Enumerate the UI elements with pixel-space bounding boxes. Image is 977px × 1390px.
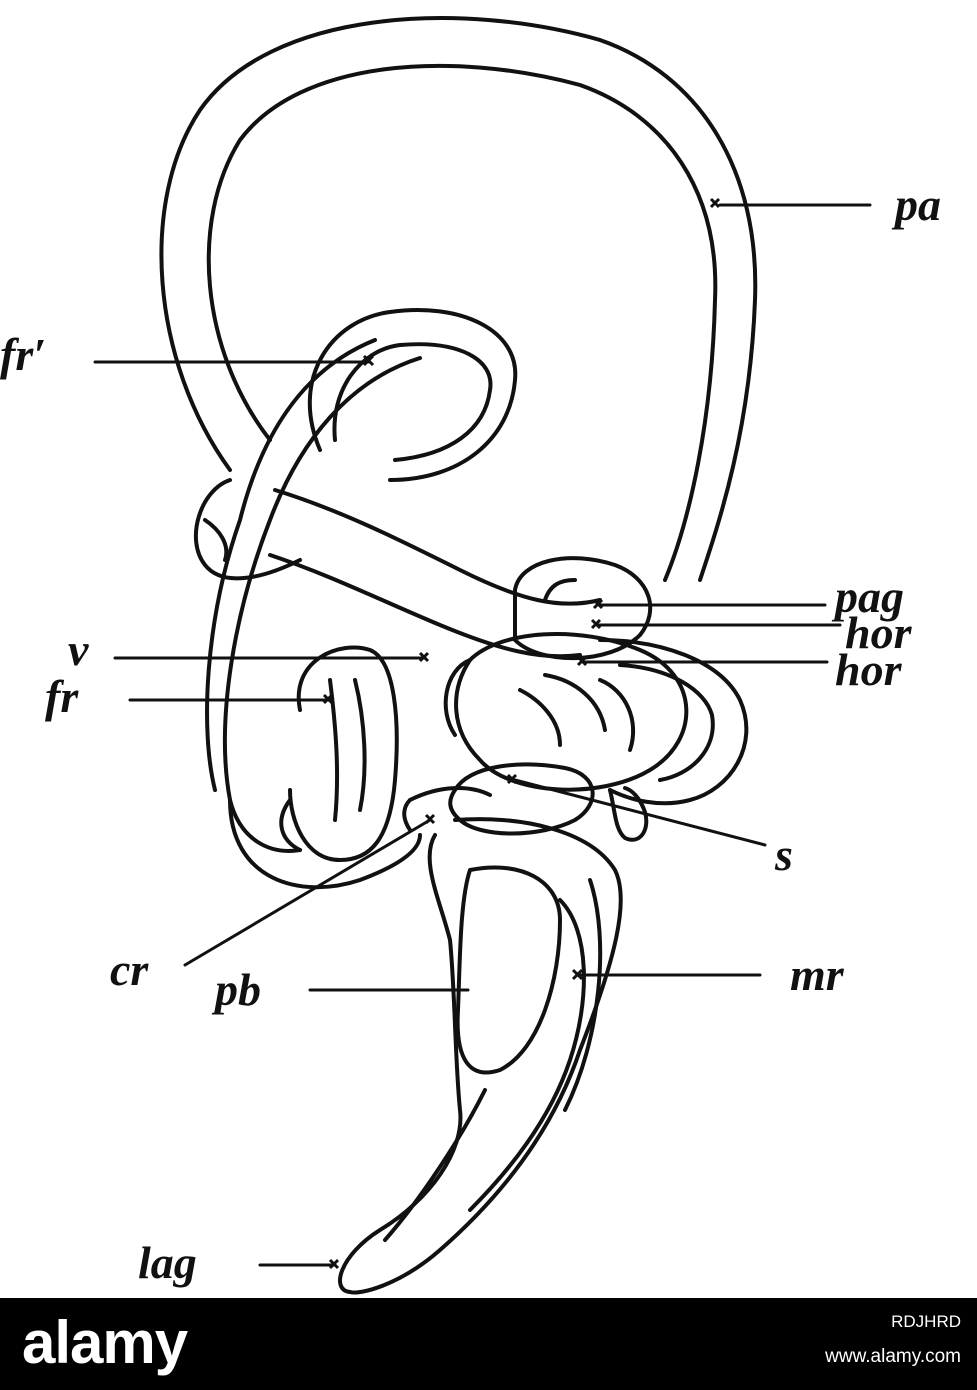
label-pb: pb [211,964,261,1015]
posterior-canal-outer [159,16,758,582]
lagena-inner-3 [563,878,603,1112]
labyrinth-diagram: pa fr′ pag hor v hor fr s cr pb mr lag [0,16,941,1295]
left-ampulla [194,478,302,581]
pag-ampulla-crease [543,578,577,602]
label-cr: cr [110,944,149,995]
label-fr-prime: fr′ [0,329,46,380]
frontal-ampulla-crease-2 [353,678,367,812]
label-lag: lag [138,1237,197,1288]
anterior-ampulla-loop-inner [332,342,493,462]
saccule [448,762,595,836]
utricle-crease-1 [518,688,562,747]
frontal-ampulla-hook [279,798,302,852]
crus-commune [408,786,492,802]
lagena-outer-right [348,817,623,1295]
watermark-url: www.alamy.com [825,1346,961,1367]
horizontal-loop-outer [598,638,749,806]
utricle-crease-3 [543,673,607,732]
point-markers [322,197,721,1270]
frontal-ampulla [288,645,399,862]
label-pag: pag [831,571,904,622]
frontal-canal-inner [205,338,377,792]
utricle [454,631,689,792]
lagena-inner-1 [455,865,562,1075]
leader-lines [93,203,872,1267]
horizontal-canal-upper [273,488,602,606]
watermark-banner: alamy RDJHRD www.alamy.com [0,1298,977,1390]
horizontal-canal-lower [268,553,582,659]
label-s: s [774,829,793,880]
utricle-lobe [443,658,472,737]
label-mr: mr [790,949,845,1000]
label-hor-upper: hor [845,607,913,658]
alamy-logo: alamy [22,1309,188,1376]
left-ampulla-crease [203,518,229,562]
crus-commune-lower [402,798,412,832]
utricle-crease-2 [598,678,636,752]
label-pa: pa [891,179,941,230]
lagena-inner-4 [383,1088,487,1242]
lagena-outer-left [338,833,463,1294]
lagena-inner-2 [468,898,586,1212]
label-hor-lower: hor [835,644,903,695]
horizontal-loop-inner [618,663,715,782]
frontal-canal-outer [222,356,422,853]
frontal-ampulla-crease [328,678,340,822]
endolymph-stalk [608,786,649,842]
pag-ampulla [513,556,653,661]
image-id: RDJHRD [891,1312,961,1331]
posterior-canal-inner [206,63,718,582]
label-fr: fr [45,671,79,722]
label-v: v [68,624,89,675]
lower-left-curve [228,798,422,890]
